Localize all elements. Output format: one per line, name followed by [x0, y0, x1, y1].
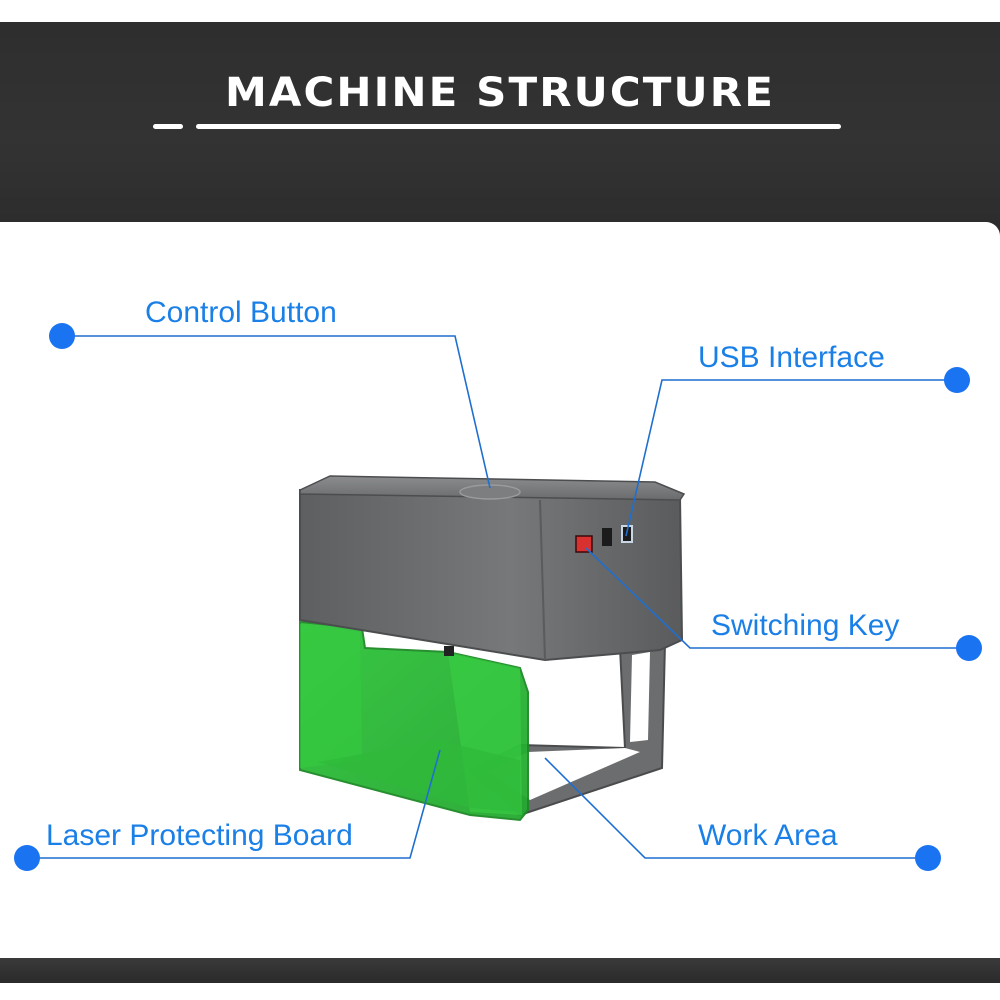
bottom-bar [0, 958, 1000, 1000]
callout-dots [14, 323, 982, 871]
dot-switching-key [956, 635, 982, 661]
switching-key-icon [575, 535, 593, 553]
callout-line-work-area [544, 757, 928, 859]
callout-line-switching-key [585, 547, 969, 649]
header-banner [0, 0, 1000, 232]
callout-lines [27, 335, 969, 859]
dot-control-button [49, 323, 75, 349]
dot-usb-interface [944, 367, 970, 393]
page-title: MACHINE STRUCTURE [224, 70, 776, 116]
dot-work-area [915, 845, 941, 871]
callout-line-laser-protecting-board [27, 749, 441, 859]
callout-line-control-button [62, 335, 491, 489]
title-underline-short [153, 124, 183, 129]
title-underline-long [196, 124, 841, 129]
callout-line-usb-interface [625, 379, 957, 537]
label-usb-interface: USB Interface [698, 341, 885, 374]
label-switching-key: Switching Key [711, 609, 900, 642]
label-laser-protecting-board: Laser Protecting Board [46, 819, 353, 852]
label-work-area: Work Area [698, 819, 838, 852]
laser-protecting-board [299, 620, 529, 822]
label-control-button: Control Button [145, 296, 337, 329]
power-port-icon [602, 528, 612, 546]
dot-laser-protecting-board [14, 845, 40, 871]
